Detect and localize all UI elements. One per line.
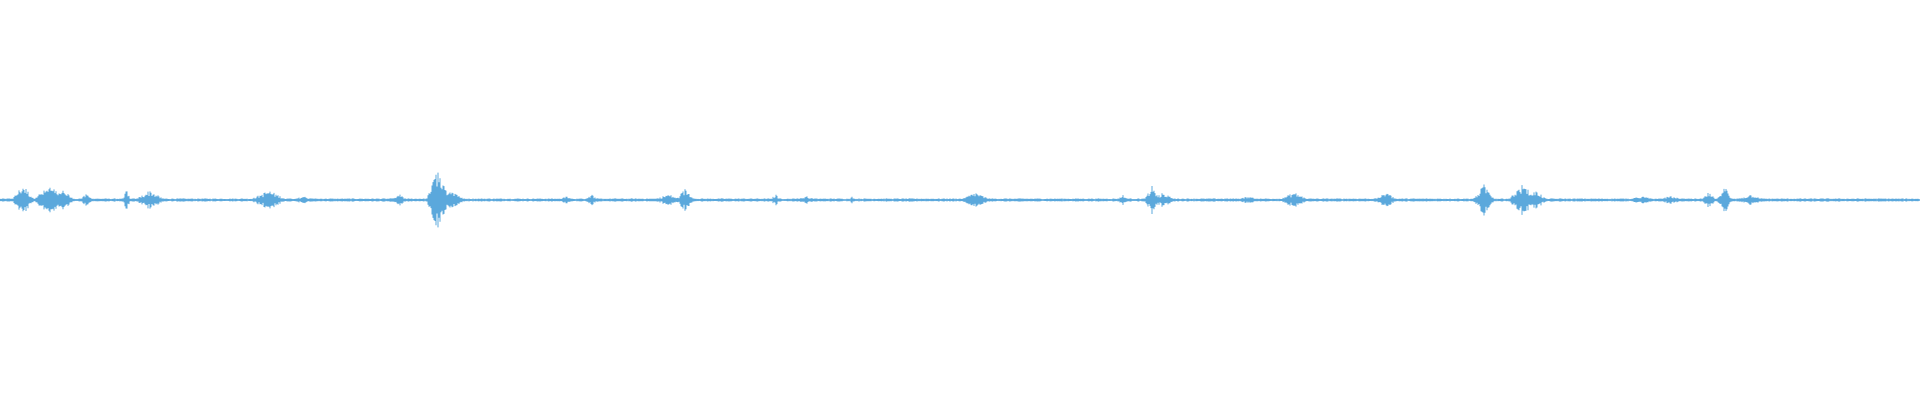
waveform-path xyxy=(0,172,1920,228)
waveform-samples xyxy=(0,172,1920,228)
